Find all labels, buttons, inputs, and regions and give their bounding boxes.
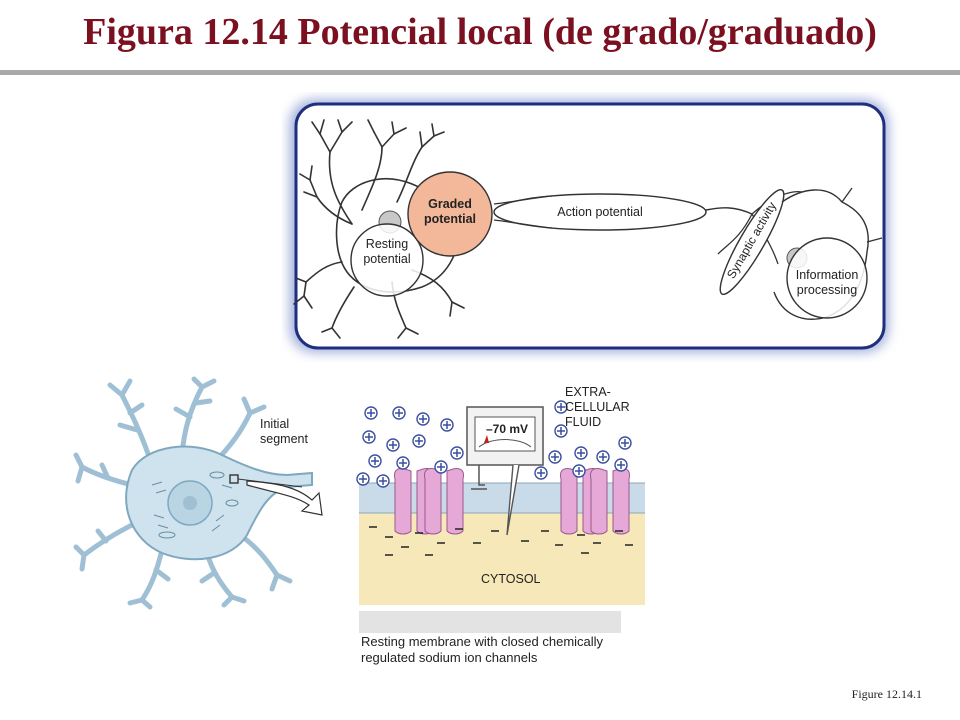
resting-potential-label: Resting potential xyxy=(363,237,411,266)
information-processing-circle xyxy=(786,237,868,319)
figure-reference: Figure 12.14.1 xyxy=(851,687,922,701)
extracellular-fluid-label: EXTRA- CELLULAR FLUID xyxy=(565,385,630,429)
slide-title: Figura 12.14 Potencial local (de grado/g… xyxy=(83,11,877,53)
resting-potential-circle xyxy=(350,223,424,297)
membrane-graphic xyxy=(356,400,645,605)
neuron-overview-graphic xyxy=(290,100,888,352)
graded-potential-circle xyxy=(407,171,493,257)
extracellular-cations xyxy=(356,400,632,488)
membrane-caption: Resting membrane with closed chemically … xyxy=(361,634,604,665)
resting-membrane-diagram: EXTRA- CELLULAR FLUID –70 mV CYTOSOL Res… xyxy=(355,385,665,675)
neuron-soma xyxy=(125,445,313,561)
soma-outline xyxy=(335,178,459,293)
neuron-graphic xyxy=(73,376,323,610)
voltmeter-scale xyxy=(478,439,532,448)
neuron-illustration: Initial segment xyxy=(72,375,342,610)
action-potential-label: Action potential xyxy=(557,205,643,219)
target-neuron-outline xyxy=(773,189,869,320)
membrane-potential-reading: –70 mV xyxy=(485,422,529,436)
initial-segment-label: Initial segment xyxy=(260,417,308,446)
cytosol-anions xyxy=(369,526,633,556)
neuron-overview-diagram: Graded potential Resting potential Actio… xyxy=(282,92,902,362)
caption-bar xyxy=(359,611,621,633)
zoom-arrow xyxy=(246,480,323,516)
graded-potential-label: Graded potential xyxy=(423,197,477,226)
axon-ellipse xyxy=(493,193,707,231)
voltmeter-needle xyxy=(484,435,489,443)
cytosol-label: CYTOSOL xyxy=(481,572,541,586)
title-divider xyxy=(0,70,960,75)
reference-electrode xyxy=(471,465,487,490)
synaptic-activity-ellipse xyxy=(719,188,785,296)
nucleolus xyxy=(183,496,197,510)
recording-electrode xyxy=(506,464,520,536)
voltmeter-display xyxy=(474,416,536,452)
organelles xyxy=(151,471,239,539)
information-processing-label: Information processing xyxy=(795,268,859,297)
